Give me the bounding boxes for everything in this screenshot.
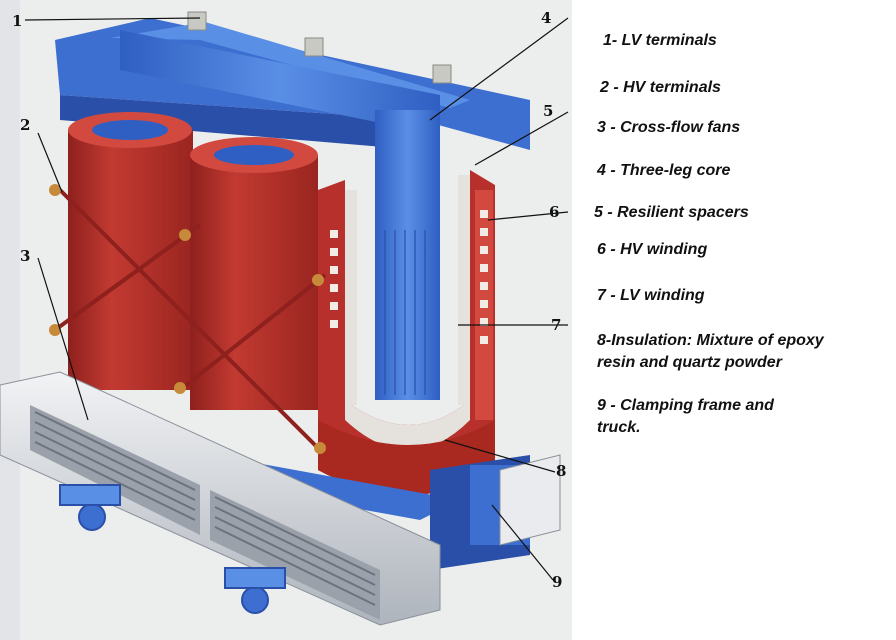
legend-item-6: 6 - HV winding: [597, 241, 708, 258]
callout-9: 9: [552, 573, 563, 591]
legend-item-5: 5 - Resilient spacers: [594, 204, 749, 221]
cross-flow-fans: [0, 371, 561, 626]
hv-connection-rods: [53, 188, 327, 452]
callout-1: 1: [12, 12, 23, 30]
legend-item-3: 3 - Cross-flow fans: [597, 119, 741, 136]
callout-7: 7: [551, 316, 562, 334]
legend-item-9: 9 - Clamping frame and truck.: [597, 397, 774, 436]
legend-item-2: 2 - HV terminals: [600, 79, 721, 96]
callout-4: 4: [541, 9, 552, 27]
hv-terminal-lugs: [49, 184, 326, 454]
callout-5: 5: [543, 102, 554, 120]
callout-2: 2: [20, 116, 31, 134]
legend-item-8: 8-Insulation: Mixture of epoxy resin and…: [597, 332, 824, 371]
legend-item-7: 7 - LV winding: [597, 287, 705, 304]
legend-item-1: 1- LV terminals: [603, 32, 717, 49]
leader-lines: [24, 17, 569, 581]
legend-item-4: 4 - Three-leg core: [597, 162, 731, 179]
truck-wheels: [59, 484, 286, 614]
callout-6: 6: [549, 203, 560, 221]
coil-left: [68, 112, 193, 390]
lv-terminals: [187, 11, 452, 84]
three-leg-core: [120, 30, 440, 400]
callout-3: 3: [20, 247, 31, 265]
callout-8: 8: [556, 462, 567, 480]
